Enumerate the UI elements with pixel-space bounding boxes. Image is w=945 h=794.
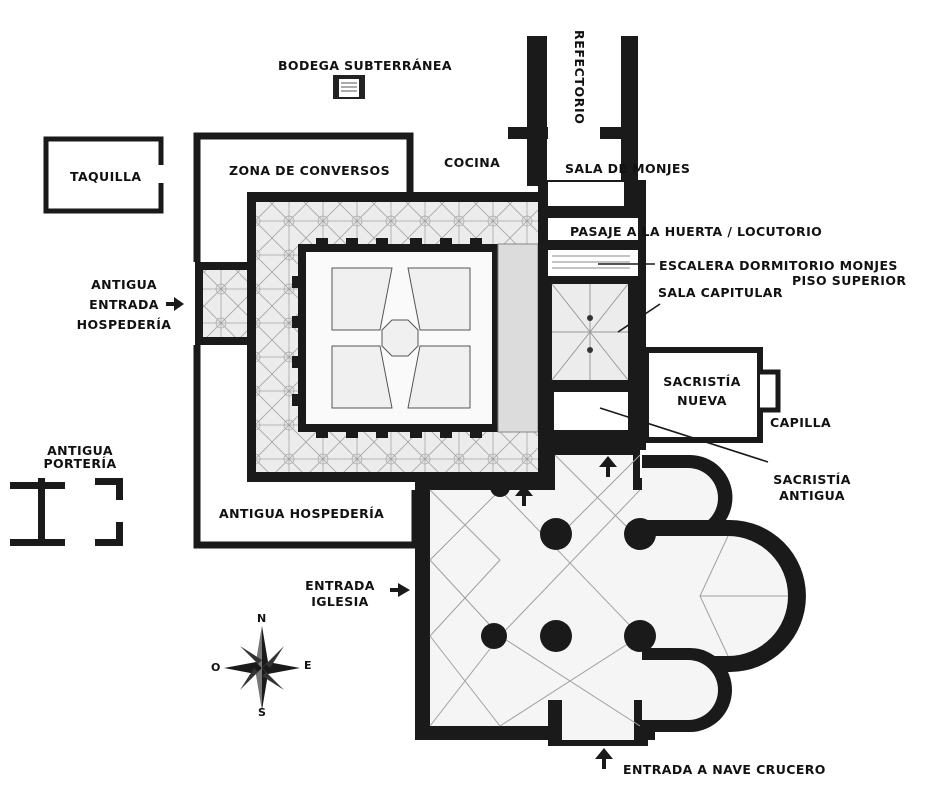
- compass-s: S: [258, 706, 266, 719]
- hospederia-porch: [195, 262, 255, 345]
- leader-lines: [598, 263, 769, 463]
- arrow-claustro-icon: [515, 485, 533, 506]
- label-hospederia: ANTIGUA HOSPEDERÍA: [219, 506, 385, 521]
- label-sacristia-antigua-2: ANTIGUA: [779, 488, 845, 503]
- arrow-iglesia-icon: [390, 583, 410, 597]
- label-sacristia-antigua-1: SACRISTÍA: [773, 472, 851, 487]
- refectorio-walls: [508, 36, 638, 186]
- porteria-walls: [10, 478, 123, 546]
- label-entrada-hospederia-3: HOSPEDERÍA: [76, 317, 172, 332]
- east-range: [538, 180, 646, 450]
- arrow-sacristia-icon: [599, 456, 617, 477]
- compass-e: E: [304, 659, 312, 672]
- label-sacristia-nueva-2: NUEVA: [677, 393, 727, 408]
- compass-rose-icon: [224, 626, 300, 710]
- label-cocina: COCINA: [444, 155, 501, 170]
- label-porteria-2: PORTERÍA: [43, 456, 117, 471]
- label-sala-capitular: SALA CAPITULAR: [658, 285, 783, 300]
- arrow-hospederia-icon: [166, 297, 184, 311]
- label-taquilla: TAQUILLA: [70, 169, 142, 184]
- label-escalera: ESCALERA DORMITORIO MONJES: [659, 258, 898, 273]
- compass-n: N: [257, 612, 267, 625]
- sacristia-nueva-room: [643, 347, 781, 443]
- label-entrada-iglesia-1: ENTRADA: [305, 578, 375, 593]
- label-piso-superior: PISO SUPERIOR: [792, 273, 907, 288]
- taquilla-building: [43, 136, 164, 214]
- label-pasaje: PASAJE A LA HUERTA / LOCUTORIO: [570, 224, 823, 239]
- label-entrada-crucero: ENTRADA A NAVE CRUCERO: [623, 762, 826, 777]
- label-porteria-1: ANTIGUA: [47, 443, 113, 458]
- label-zona-conversos: ZONA DE CONVERSOS: [229, 163, 390, 178]
- compass-o: O: [211, 661, 221, 674]
- label-bodega: BODEGA SUBTERRÁNEA: [278, 58, 452, 73]
- bodega-stair: [333, 75, 365, 99]
- label-capilla: CAPILLA: [770, 415, 832, 430]
- label-refectorio: REFECTORIO: [572, 30, 587, 125]
- entrance-arrows: [166, 297, 617, 769]
- label-entrada-hospederia-1: ANTIGUA: [91, 277, 157, 292]
- label-entrada-hospederia-2: ENTRADA: [89, 297, 159, 312]
- church: [415, 450, 806, 746]
- label-sacristia-nueva-1: SACRISTÍA: [663, 374, 741, 389]
- label-sala-monjes: SALA DE MONJES: [565, 161, 691, 176]
- label-entrada-iglesia-2: IGLESIA: [311, 594, 369, 609]
- cloister: [247, 192, 545, 482]
- arrow-crucero-icon: [595, 748, 613, 769]
